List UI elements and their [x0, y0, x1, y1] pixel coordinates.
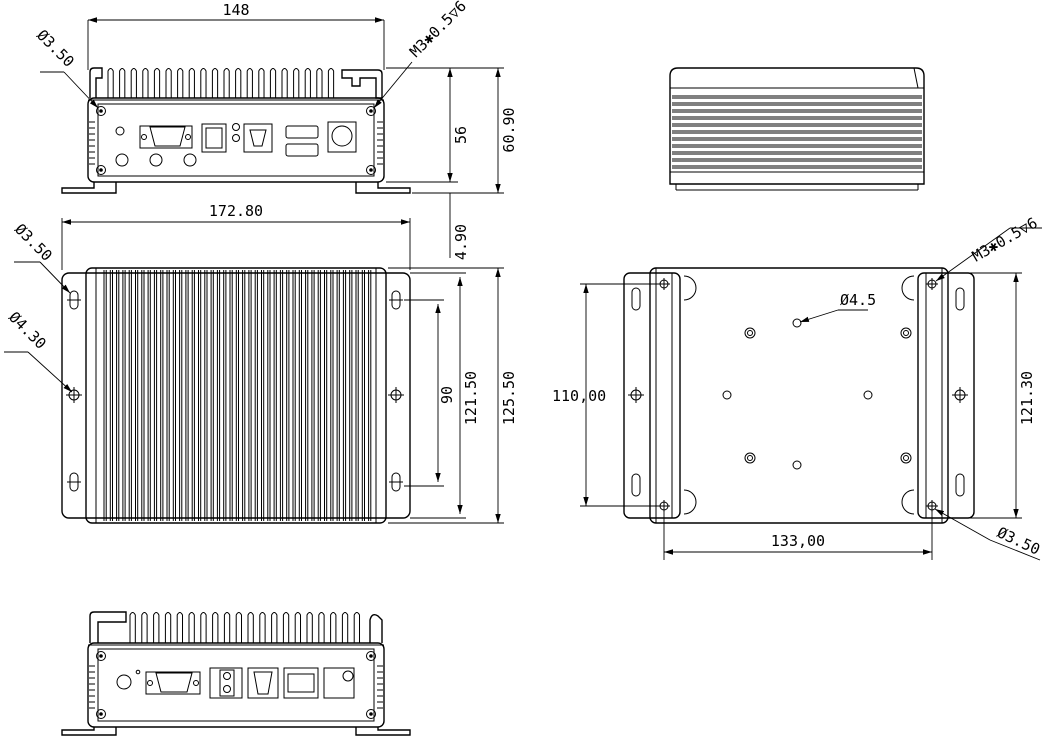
bottom-thread-label: M3✱0.5▽6: [969, 214, 1041, 266]
front-width-label: 148: [222, 1, 249, 19]
fin: [316, 68, 323, 98]
fin: [341, 612, 349, 643]
front-inner-height-label: 56: [452, 126, 470, 144]
fin: [142, 68, 149, 98]
fin: [223, 68, 230, 98]
bottom-height-label: 110,00: [552, 387, 606, 405]
rear-view-body: [87, 642, 385, 728]
fin: [212, 612, 219, 643]
top-width-label: 172.80: [209, 202, 263, 220]
rear-left-foot: [61, 727, 117, 736]
top-view-body: [85, 267, 387, 524]
fin: [353, 612, 361, 643]
fin: [188, 612, 195, 643]
top-slot-pitch-label: 90: [438, 386, 456, 404]
fin: [153, 612, 160, 643]
fin: [293, 68, 300, 98]
fin: [327, 68, 335, 98]
bottom-view: Ø4.5 M3✱0.5▽6 Ø3.50 110,00 121.30 133,00: [552, 214, 1043, 561]
bottom-vesa-hole-label: Ø4.5: [840, 291, 876, 309]
fin: [200, 68, 207, 98]
front-screw-holes: [96, 106, 376, 175]
front-io-ports: [115, 121, 357, 167]
front-hole-label: Ø3.50: [33, 26, 78, 71]
rear-io-ports: [116, 667, 355, 699]
fin: [235, 612, 243, 643]
bottom-hole-label: Ø3.50: [994, 523, 1043, 558]
front-outer-height-label: 60.90: [500, 107, 518, 152]
fin: [130, 68, 137, 98]
front-view-body: [87, 97, 385, 183]
fin: [304, 68, 311, 98]
fin: [235, 68, 242, 98]
fin: [188, 68, 195, 98]
front-view-side-ribs: [89, 121, 383, 165]
rear-view-side-ribs: [89, 665, 383, 709]
front-right-foot: [355, 182, 411, 194]
top-large-hole-label: Ø4.30: [5, 308, 50, 353]
front-view-fins: [89, 67, 383, 99]
fin: [318, 612, 325, 643]
fin: [258, 68, 265, 98]
fin: [246, 68, 253, 98]
fin-hook: [369, 613, 383, 643]
rear-view: [61, 611, 411, 736]
fin-hook: [89, 611, 127, 643]
side-view-fin-lines: [672, 95, 922, 169]
bottom-left-bracket: [623, 272, 681, 519]
rear-view-panel: [97, 648, 375, 722]
fin: [282, 612, 290, 643]
fin: [107, 68, 114, 98]
fin-hook: [89, 67, 103, 98]
fin: [200, 612, 207, 643]
fin: [269, 68, 277, 98]
fin: [281, 68, 288, 98]
front-view-panel: [97, 103, 375, 177]
top-view-fins: [103, 270, 372, 521]
fin: [223, 612, 231, 643]
rear-screw-holes: [96, 651, 376, 719]
fin: [177, 68, 184, 98]
fin: [165, 68, 172, 98]
front-view: 148 Ø3.50 M3✱0.5▽6 56 60.90 4.90: [33, 0, 518, 260]
top-view-mount-holes: [66, 290, 404, 492]
fin: [164, 612, 172, 643]
fin-hook: [341, 69, 383, 99]
fin: [153, 68, 161, 98]
top-depth-label: 125.50: [500, 371, 518, 425]
fin: [306, 612, 313, 643]
side-view: [669, 67, 925, 191]
front-thread-label: M3✱0.5▽6: [406, 0, 470, 61]
fin: [141, 612, 148, 643]
fin: [271, 612, 278, 643]
fin: [176, 612, 184, 643]
front-left-foot: [61, 182, 117, 194]
bottom-view-holes: [628, 275, 968, 515]
bottom-pitch-label: 121.30: [1018, 371, 1036, 425]
fin: [119, 68, 126, 98]
fin: [330, 612, 337, 643]
bottom-width-label: 133,00: [771, 532, 825, 550]
front-foot-label: 4.90: [452, 224, 470, 260]
fin: [294, 612, 302, 643]
fin: [247, 612, 254, 643]
top-view: 172.80 Ø3.50 Ø4.30 90 121.50 125.50: [4, 202, 518, 524]
rear-right-foot: [355, 727, 411, 736]
top-small-hole-label: Ø3.50: [11, 220, 56, 265]
fin: [211, 68, 219, 98]
bottom-view-body: [649, 267, 949, 524]
top-mount-pitch-label: 121.50: [462, 371, 480, 425]
rear-view-fins: [89, 611, 383, 643]
fin: [129, 612, 136, 643]
fin: [259, 612, 266, 643]
